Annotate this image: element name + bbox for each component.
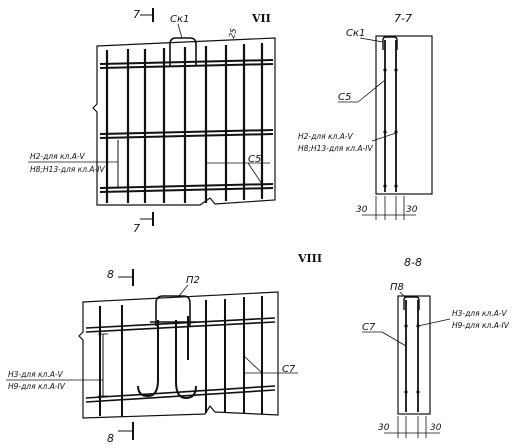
dim-30-left-7-7: 30: [356, 205, 368, 215]
mesh-c7-label-viii: С7: [282, 364, 296, 375]
cut-label-top-vii: 7: [133, 8, 140, 21]
clip-ck1: [169, 37, 197, 66]
mesh-c5-label-vii: С5: [248, 154, 261, 165]
slab-section-7-7: [375, 35, 433, 195]
clip-p2: [155, 295, 191, 326]
clip-ck1-label: Ск1: [170, 14, 189, 25]
cut-label-bottom-vii: 7: [133, 222, 140, 235]
clip-p2-label: П2: [186, 275, 200, 286]
cut-label-bottom-viii: 8: [107, 432, 114, 445]
horizontal-bars-viii: [85, 317, 276, 403]
hook-bars-viii: [137, 316, 197, 400]
mesh-c7-label-8-8: С7: [362, 322, 376, 333]
dim-30-left-8-8: 30: [378, 423, 390, 433]
view-roman-vii: VII: [251, 12, 271, 25]
section-title-7-7: 7-7: [394, 12, 412, 25]
slab-outline-viii: [78, 291, 279, 419]
section-7-7: 7-7 Ск1 С5 Н2-для кл.А-V Н8;Н13-для кл.А…: [298, 12, 433, 220]
section-8-8: 8-8 П8 С7 Н3-для кл.А-V Н9-для кл.А-IV 3…: [362, 256, 510, 438]
clip-p8-label-8-8: П8: [390, 282, 404, 293]
slab-section-8-8: [397, 295, 431, 415]
slab-outline-vii: [92, 37, 276, 206]
view-roman-viii: VIII: [297, 252, 322, 265]
note-h9-8-8: Н9-для кл.А-IV: [452, 321, 510, 330]
cut-label-top-viii: 8: [107, 268, 114, 281]
side-note-h8-vii: Н8;Н13-для кл.А-IV: [30, 165, 105, 174]
view-viii: П2 8 8 VIII Н3-для кл.А-V Н9-для кл.А-IV…: [6, 252, 322, 445]
horizontal-bars-vii: [99, 59, 274, 193]
mesh-c5-label-7-7: С5: [338, 92, 351, 103]
side-note-h9-viii: Н9-для кл.А-IV: [8, 382, 66, 391]
dim-25-label: 25: [227, 27, 238, 39]
side-note-h3-viii: Н3-для кл.А-V: [8, 370, 64, 379]
side-note-h2-vii: Н2-для кл.А-V: [30, 152, 86, 161]
clip-ck1-label-7-7: Ск1: [346, 28, 365, 39]
note-h3-8-8: Н3-для кл.А-V: [452, 309, 508, 318]
view-vii: Ск1 25 7 7 VII Н2-для кл.А-V Н8;Н13-для …: [28, 8, 276, 235]
note-h2-7-7: Н2-для кл.А-V: [298, 132, 354, 141]
vertical-bars-vii: [105, 43, 264, 203]
note-h8-7-7: Н8;Н13-для кл.А-IV: [298, 144, 373, 153]
vertical-bars-viii: [99, 296, 263, 416]
section-title-8-8: 8-8: [404, 256, 422, 269]
dim-30-right-7-7: 30: [406, 205, 418, 215]
dim-30-right-8-8: 30: [430, 423, 442, 433]
